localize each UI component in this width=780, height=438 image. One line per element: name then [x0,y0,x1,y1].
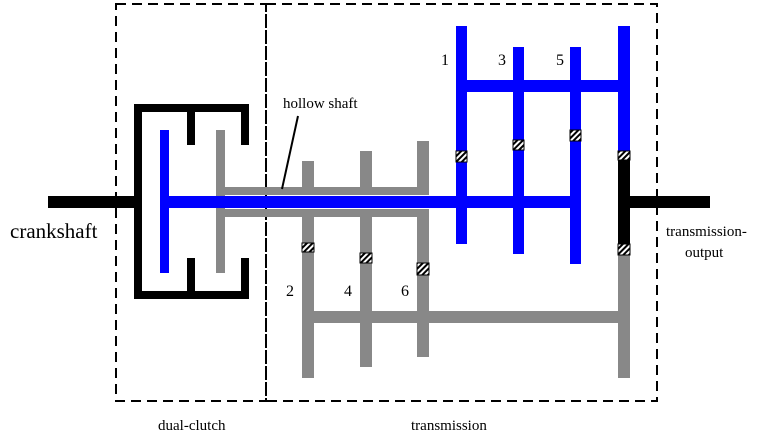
odd-gears-drive [456,141,581,264]
hollow-shaft-label: hollow shaft [283,96,358,112]
gear-number-3: 3 [498,52,506,69]
gear-number-6: 6 [401,283,409,300]
odd-layshaft [456,26,630,151]
gear-mesh-hatches [301,129,631,276]
gear-number-5: 5 [556,52,564,69]
transmission-output-label-line2: output [685,245,724,261]
crankshaft-shaft [48,196,138,208]
inner-shaft-odd [160,130,580,273]
gear-number-4: 4 [344,283,352,300]
hollow-shaft-leader [281,115,299,190]
dual-clutch-label: dual-clutch [158,418,226,434]
even-layshaft [302,252,630,378]
even-gears-drive [302,141,429,263]
transmission-label: transmission [411,418,487,434]
crankshaft-label: crankshaft [10,219,98,243]
gear-number-2: 2 [286,283,294,300]
output-shaft [618,160,710,244]
gear-number-1: 1 [441,52,449,69]
transmission-output-label-line1: transmission- [666,224,747,240]
clutch-housing [134,104,249,299]
